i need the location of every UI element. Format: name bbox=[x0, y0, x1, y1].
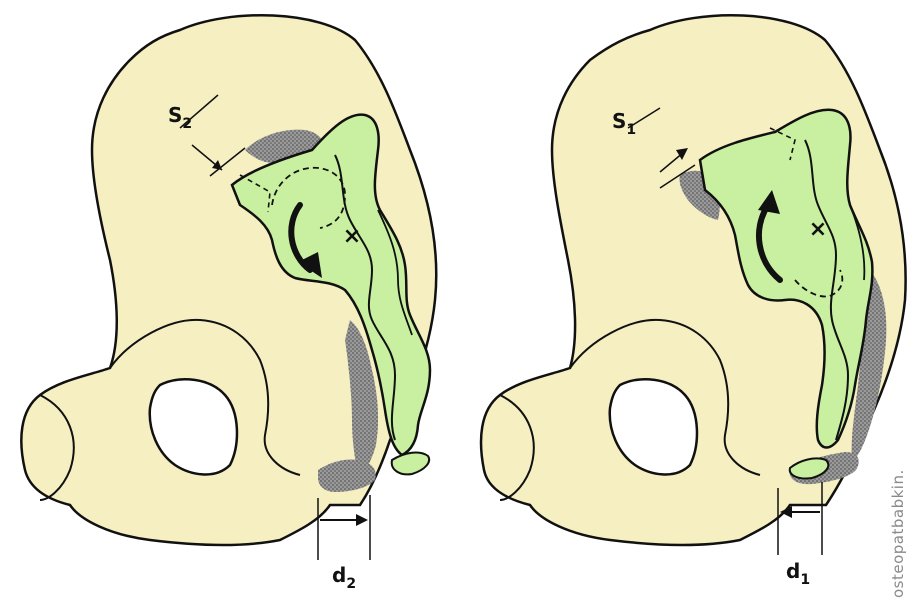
right-axis-marker: × bbox=[809, 217, 827, 242]
watermark-text: osteopatbabkin. bbox=[889, 469, 907, 598]
left-axis-marker: × bbox=[343, 224, 361, 249]
left-coccyx bbox=[392, 453, 429, 475]
left-d-label: d2 bbox=[332, 563, 356, 592]
right-d-label: d1 bbox=[786, 559, 810, 588]
left-pelvis-panel: × S2 d2 bbox=[21, 15, 436, 592]
right-pelvis-panel: × S1 d1 bbox=[481, 15, 906, 588]
